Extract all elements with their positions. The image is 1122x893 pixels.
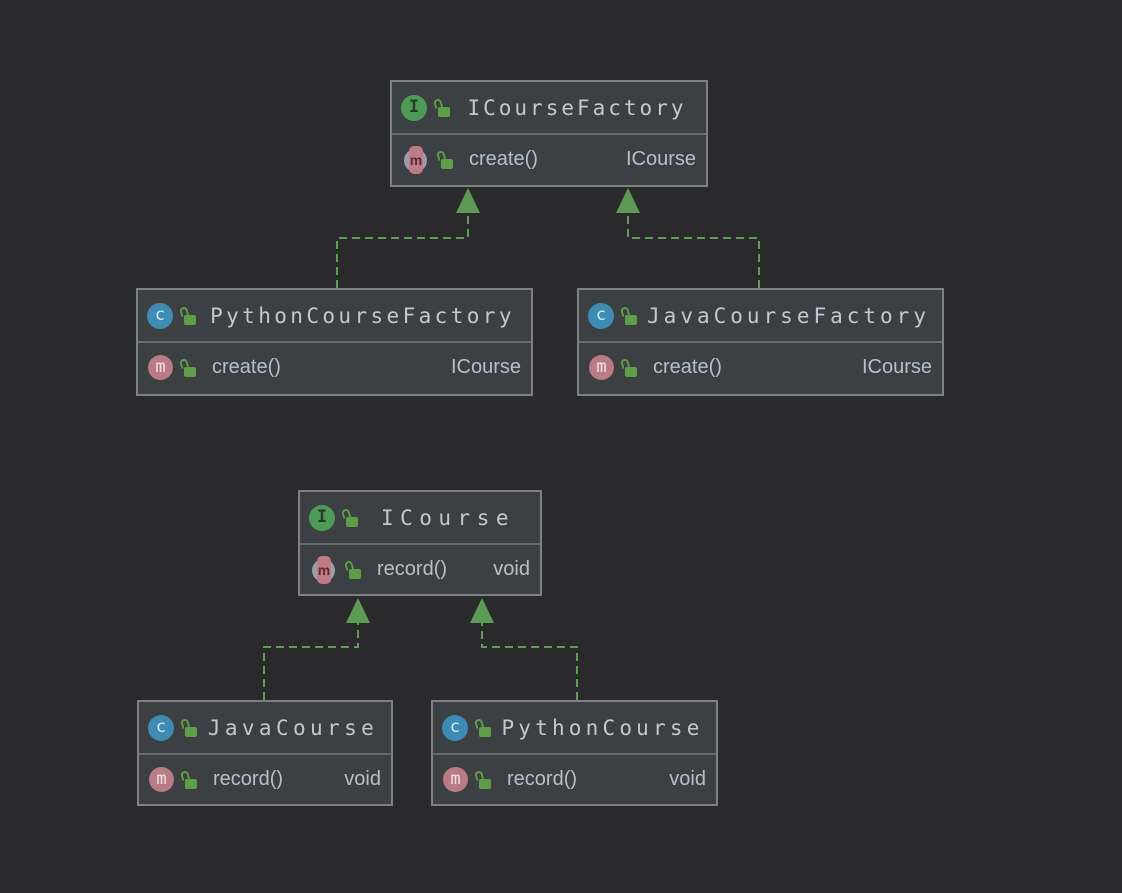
class-node-icoursefactory[interactable]: I ICourseFactory m create() ICourse (390, 80, 708, 187)
realization-arrowhead (616, 188, 640, 213)
node-header[interactable]: c PythonCourseFactory (138, 290, 531, 341)
class-icon: c (148, 714, 174, 741)
node-title: JavaCourse (207, 715, 379, 740)
method-return-type: ICourse (625, 148, 696, 170)
method-name: create() (653, 356, 722, 378)
node-header[interactable]: c JavaCourseFactory (579, 290, 942, 341)
node-title: ICourse (380, 505, 515, 530)
section-divider (392, 133, 706, 135)
member-row[interactable]: m create() ICourse (579, 343, 942, 392)
class-node-pythoncourse[interactable]: c PythonCourse m record() void (431, 700, 718, 806)
member-row[interactable]: m create() ICourse (138, 343, 531, 392)
edge-pythoncourse-implements-icourse (470, 598, 578, 700)
realization-arrowhead (346, 598, 370, 623)
unlocked-icon (178, 305, 196, 325)
node-header[interactable]: I ICourse (300, 492, 540, 543)
section-divider (139, 753, 391, 755)
method-name: record() (507, 768, 578, 790)
node-header[interactable]: c PythonCourse (433, 702, 716, 753)
method-icon: m (589, 355, 614, 380)
method-name: create() (212, 356, 281, 378)
node-header[interactable]: c JavaCourse (139, 702, 391, 753)
interface-icon: I (309, 504, 335, 531)
unlocked-icon (432, 97, 450, 117)
node-title: ICourseFactory (467, 95, 687, 120)
member-row[interactable]: m record() void (300, 545, 540, 594)
node-title: JavaCourseFactory (647, 303, 930, 328)
method-return-type: void (493, 558, 530, 580)
node-title: PythonCourse (501, 715, 704, 740)
class-node-pythoncoursefactory[interactable]: c PythonCourseFactory m create() ICourse (136, 288, 533, 396)
unlocked-icon (178, 357, 196, 377)
interface-icon: I (401, 94, 427, 121)
class-icon: c (442, 714, 468, 741)
class-icon: c (147, 302, 173, 329)
unlocked-icon (179, 717, 197, 737)
unlocked-icon (473, 717, 491, 737)
node-header[interactable]: I ICourseFactory (392, 82, 706, 133)
node-title: PythonCourseFactory (210, 303, 515, 328)
unlocked-icon (179, 769, 197, 789)
section-divider (579, 341, 942, 343)
method-return-type: void (344, 768, 381, 790)
unlocked-icon (619, 357, 637, 377)
unlocked-icon (343, 559, 361, 579)
class-icon: c (588, 302, 614, 329)
section-divider (433, 753, 716, 755)
method-name: create() (469, 148, 538, 170)
class-node-javacourse[interactable]: c JavaCourse m record() void (137, 700, 393, 806)
abstract-method-icon: m (402, 145, 430, 174)
method-return-type: ICourse (861, 356, 932, 378)
method-icon: m (443, 767, 468, 792)
section-divider (138, 341, 531, 343)
method-return-type: void (669, 768, 706, 790)
realization-arrowhead (470, 598, 494, 623)
unlocked-icon (619, 305, 637, 325)
unlocked-icon (435, 149, 453, 169)
method-icon: m (148, 355, 173, 380)
method-icon: m (149, 767, 174, 792)
member-row[interactable]: m create() ICourse (392, 135, 706, 184)
realization-arrowhead (456, 188, 480, 213)
unlocked-icon (473, 769, 491, 789)
method-return-type: ICourse (450, 356, 521, 378)
method-name: record() (377, 558, 448, 580)
class-node-icourse[interactable]: I ICourse m record() void (298, 490, 542, 596)
edge-javacoursefactory-implements-icoursefactory (616, 188, 760, 288)
edge-pythoncoursefactory-implements-icoursefactory (336, 188, 480, 288)
unlocked-icon (340, 507, 358, 527)
abstract-method-icon: m (310, 555, 338, 584)
class-node-javacoursefactory[interactable]: c JavaCourseFactory m create() ICourse (577, 288, 944, 396)
method-name: record() (213, 768, 284, 790)
edge-javacourse-implements-icourse (263, 598, 370, 700)
section-divider (300, 543, 540, 545)
member-row[interactable]: m record() void (433, 755, 716, 804)
member-row[interactable]: m record() void (139, 755, 391, 804)
